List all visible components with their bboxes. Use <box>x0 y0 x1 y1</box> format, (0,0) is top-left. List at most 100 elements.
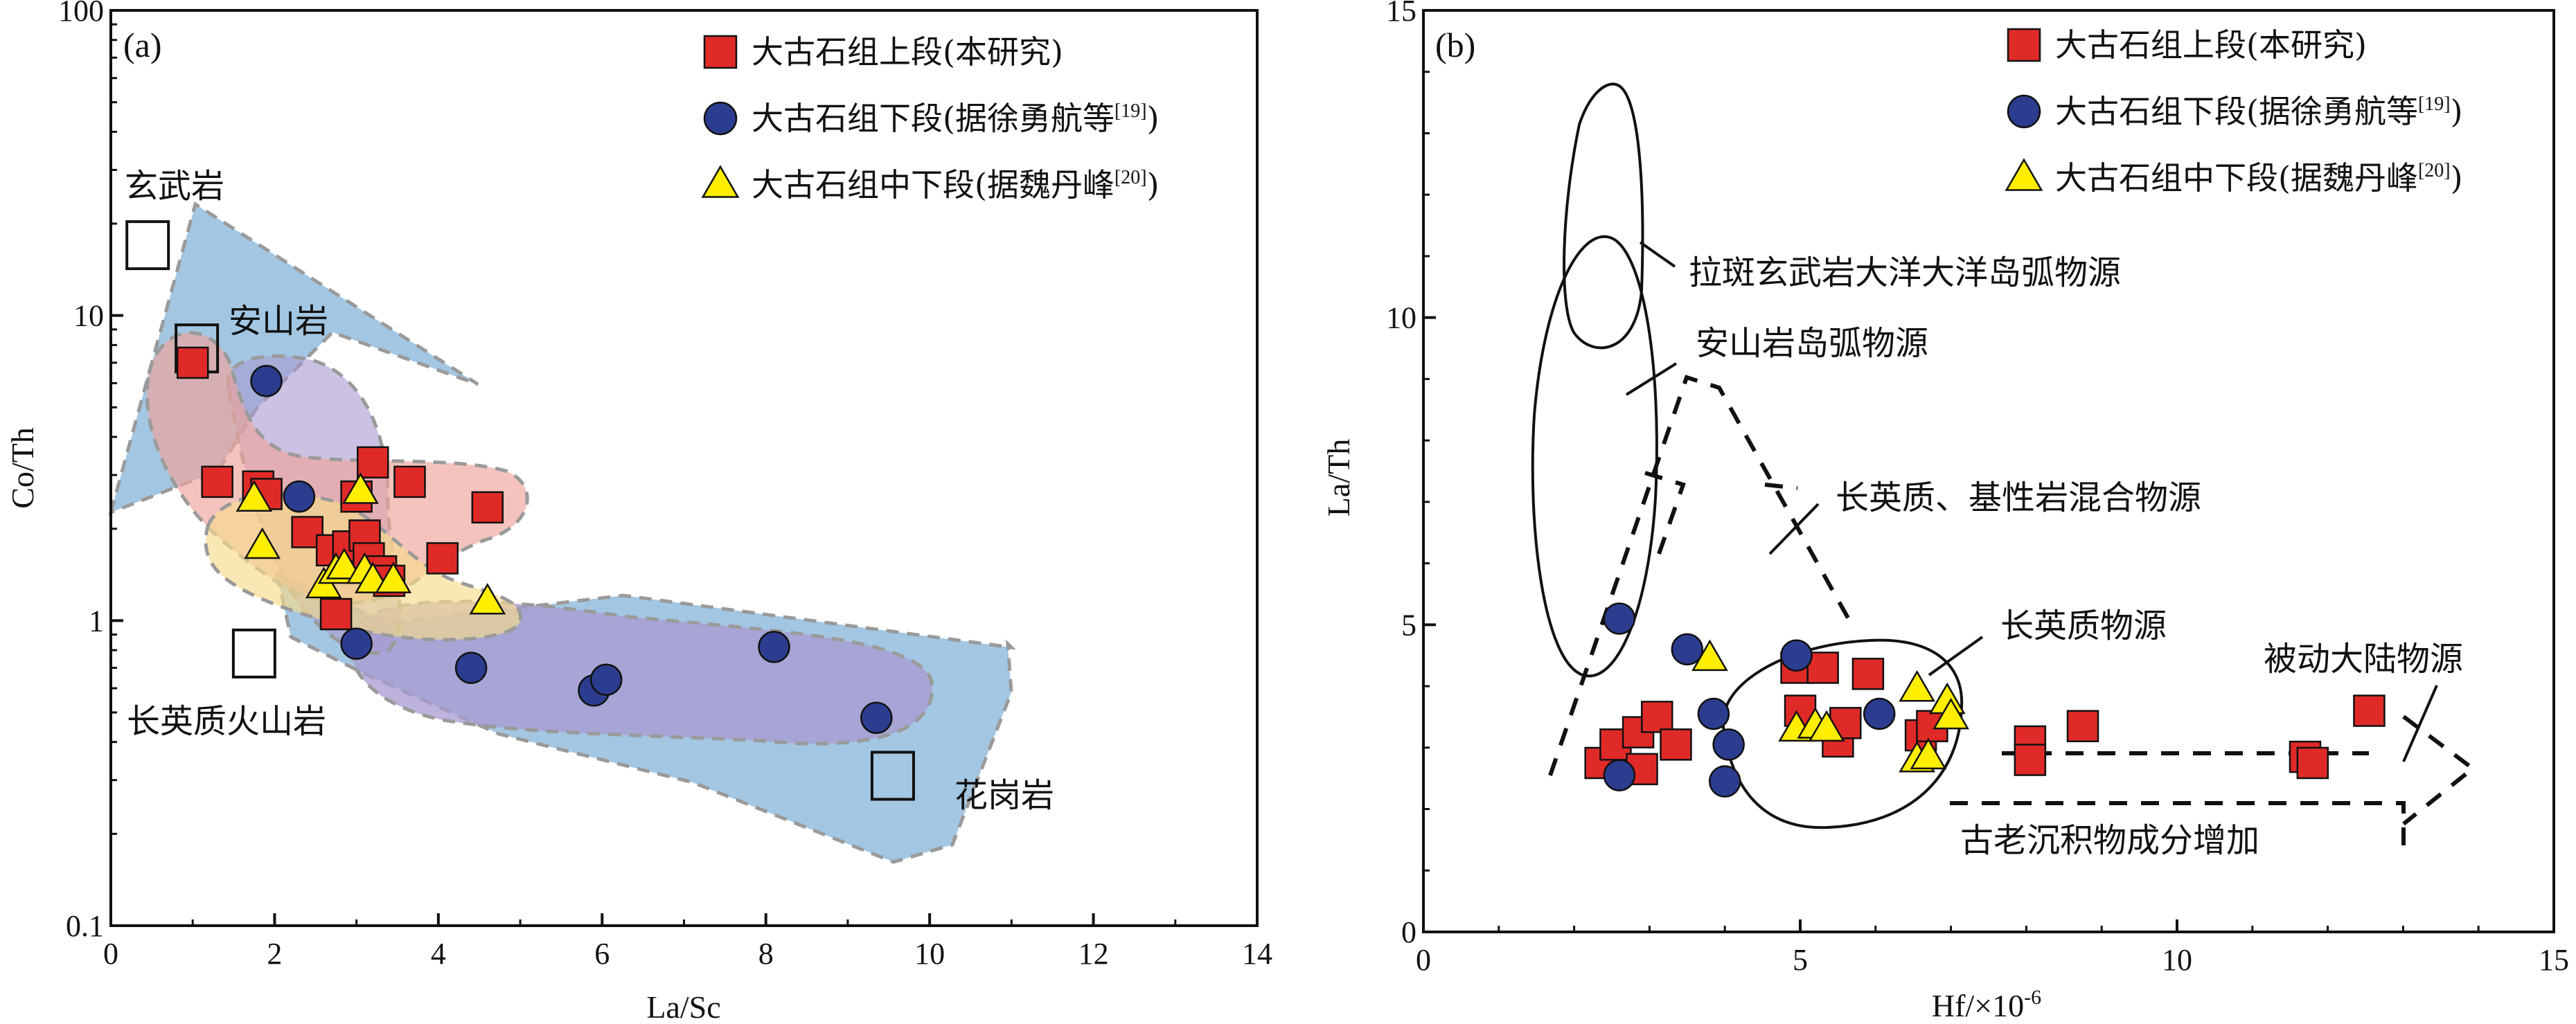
data-point-circle <box>758 631 790 663</box>
reference-box <box>870 751 915 801</box>
panel-b-x-tick-label: 15 <box>2539 943 2569 977</box>
data-point-circle <box>250 365 283 397</box>
data-point-circle <box>1603 602 1636 635</box>
panel-a-x-tick-label: 10 <box>914 937 945 971</box>
data-point-circle <box>283 480 316 513</box>
panel-b-legend-label: 大古石组中下段(据魏丹峰[20]) <box>2055 159 2463 197</box>
legend-text-sup: [19] <box>2418 93 2451 115</box>
field-mixed-source-arrow-inner-right <box>1764 483 1798 490</box>
panel-b-frame <box>1422 9 2555 933</box>
panel-b-legend: 大古石组上段(本研究)大古石组下段(据徐勇航等[19])大古石组中下段(据魏丹峰… <box>2005 26 2463 197</box>
panel-a-x-tick-label: 0 <box>103 937 118 971</box>
data-point-circle <box>1712 728 1745 761</box>
panel-b-x-tick-label: 5 <box>1793 943 1808 977</box>
legend-text-main: 大古石组中下段(据魏丹峰 <box>752 166 1114 204</box>
anno-granite: 花岗岩 <box>954 776 1054 815</box>
data-point-circle <box>340 627 373 660</box>
field-purple-lower <box>350 600 934 746</box>
data-point-square <box>357 446 389 479</box>
reference-box <box>125 220 170 271</box>
legend-text-main: 大古石组上段(本研究) <box>2055 26 2367 64</box>
anno-old-sediment-increase: 古老沉积物成分增加 <box>1960 821 2259 860</box>
panel-b-y-axis-title: La/Th <box>1321 439 1356 517</box>
anno-oceanic-arc-source: 拉斑玄武岩大洋大洋岛弧物源 <box>1689 253 2121 292</box>
data-point-square <box>2066 710 2099 742</box>
data-point-square <box>471 491 504 524</box>
leader-felsic-source <box>1928 636 1984 676</box>
panel-b-legend-label: 大古石组上段(本研究) <box>2055 26 2367 64</box>
data-point-triangle <box>375 562 412 593</box>
panel-a-x-tick-label: 14 <box>1242 937 1272 971</box>
panel-b-x-tick-label: 0 <box>1416 943 1431 977</box>
data-point-square <box>201 465 233 498</box>
panel-b-x-axis-title-main: Hf/×10 <box>1932 988 2024 1023</box>
anno-andesite-arc-source: 安山岩岛弧物源 <box>1696 324 1928 363</box>
anno-felsic-volcanic: 长英质火山岩 <box>127 702 326 741</box>
panel-a-y-tick-label: 1 <box>89 604 104 638</box>
data-point-circle <box>1603 759 1636 791</box>
legend-text-sup: [20] <box>2418 160 2451 181</box>
data-point-circle <box>589 663 623 696</box>
data-point-square <box>1851 658 1885 690</box>
field-mixed-source-arrow-inner <box>1644 471 1686 555</box>
legend-text-tail: ) <box>1147 166 1160 204</box>
data-point-square <box>2353 694 2386 727</box>
data-point-triangle <box>236 480 273 512</box>
data-point-square <box>393 465 426 498</box>
panel-a-fields <box>108 201 1016 864</box>
panel-b-label: (b) <box>1435 26 1475 64</box>
legend-text-main: 大古石组下段(据徐勇航等 <box>752 100 1114 137</box>
panel-a-x-axis-title: La/Sc <box>646 989 720 1024</box>
data-point-square <box>319 598 353 631</box>
leader-andesite-arc <box>1625 362 1678 396</box>
panel-b-y-tick-label: 0 <box>1401 915 1416 949</box>
anno-andesite: 安山岩 <box>229 302 328 341</box>
data-point-triangle <box>1808 710 1845 742</box>
data-point-triangle <box>342 472 379 504</box>
legend-text-main: 大古石组上段(本研究) <box>752 33 1063 71</box>
panel-b-x-tick-label: 10 <box>2162 943 2192 977</box>
anno-mixed-source: 长英质、基性岩混合物源 <box>1836 478 2201 517</box>
panel-a-x-tick-label: 4 <box>431 937 446 971</box>
legend-text-sup: [20] <box>1114 167 1147 188</box>
panel-a-y-tick-label: 10 <box>73 299 104 333</box>
panel-b-y-tick-label: 5 <box>1401 608 1416 642</box>
field-andesite-arc-ellipse <box>1531 235 1658 678</box>
panel-a-x-tick-label: 2 <box>267 937 282 971</box>
data-point-circle <box>1697 697 1730 730</box>
field-oceanic-arc-ellipse <box>1563 82 1644 350</box>
panel-b-x-axis-title: Hf/×10-6 <box>1932 986 2041 1023</box>
data-point-triangle <box>1933 697 1969 730</box>
data-point-square <box>1641 701 1673 733</box>
panel-b-data-points <box>1584 602 2386 798</box>
panel-a-data-points <box>176 346 893 735</box>
anno-passive-margin-source: 被动大陆物源 <box>2264 640 2463 679</box>
anno-basalt: 玄武岩 <box>125 167 224 206</box>
legend-text-main: 大古石组中下段(据魏丹峰 <box>2055 159 2418 197</box>
data-point-circle <box>454 652 488 684</box>
panel-a-legend-label: 大古石组中下段(据魏丹峰[20]) <box>752 166 1160 204</box>
data-point-triangle <box>1910 737 1947 770</box>
panel-a-legend-marker-square <box>703 35 738 69</box>
anno-felsic-source: 长英质物源 <box>2000 607 2167 645</box>
panel-a-label: (a) <box>123 26 162 64</box>
legend-text-main: 大古石组下段(据徐勇航等 <box>2055 93 2418 130</box>
legend-text-tail: ) <box>1147 100 1160 137</box>
leader-passive-margin <box>2402 685 2438 762</box>
panel-a-legend-marker-circle <box>703 101 738 136</box>
panel-a-y-tick-label: 0.1 <box>66 909 104 943</box>
reference-box <box>231 628 276 679</box>
leader-oceanic-arc <box>1639 241 1676 268</box>
panel-a-y-axis-title: Co/Th <box>5 427 40 509</box>
data-point-triangle <box>244 527 281 559</box>
data-point-circle <box>1671 633 1704 666</box>
panel-a-legend-marker-triangle <box>701 165 740 198</box>
panel-b-legend-marker-triangle <box>2005 158 2043 191</box>
data-point-square <box>426 542 459 575</box>
data-point-circle <box>860 701 893 735</box>
data-point-triangle <box>326 548 363 580</box>
data-point-square <box>1806 652 1839 684</box>
panel-a-y-tick-label: 100 <box>58 0 104 28</box>
